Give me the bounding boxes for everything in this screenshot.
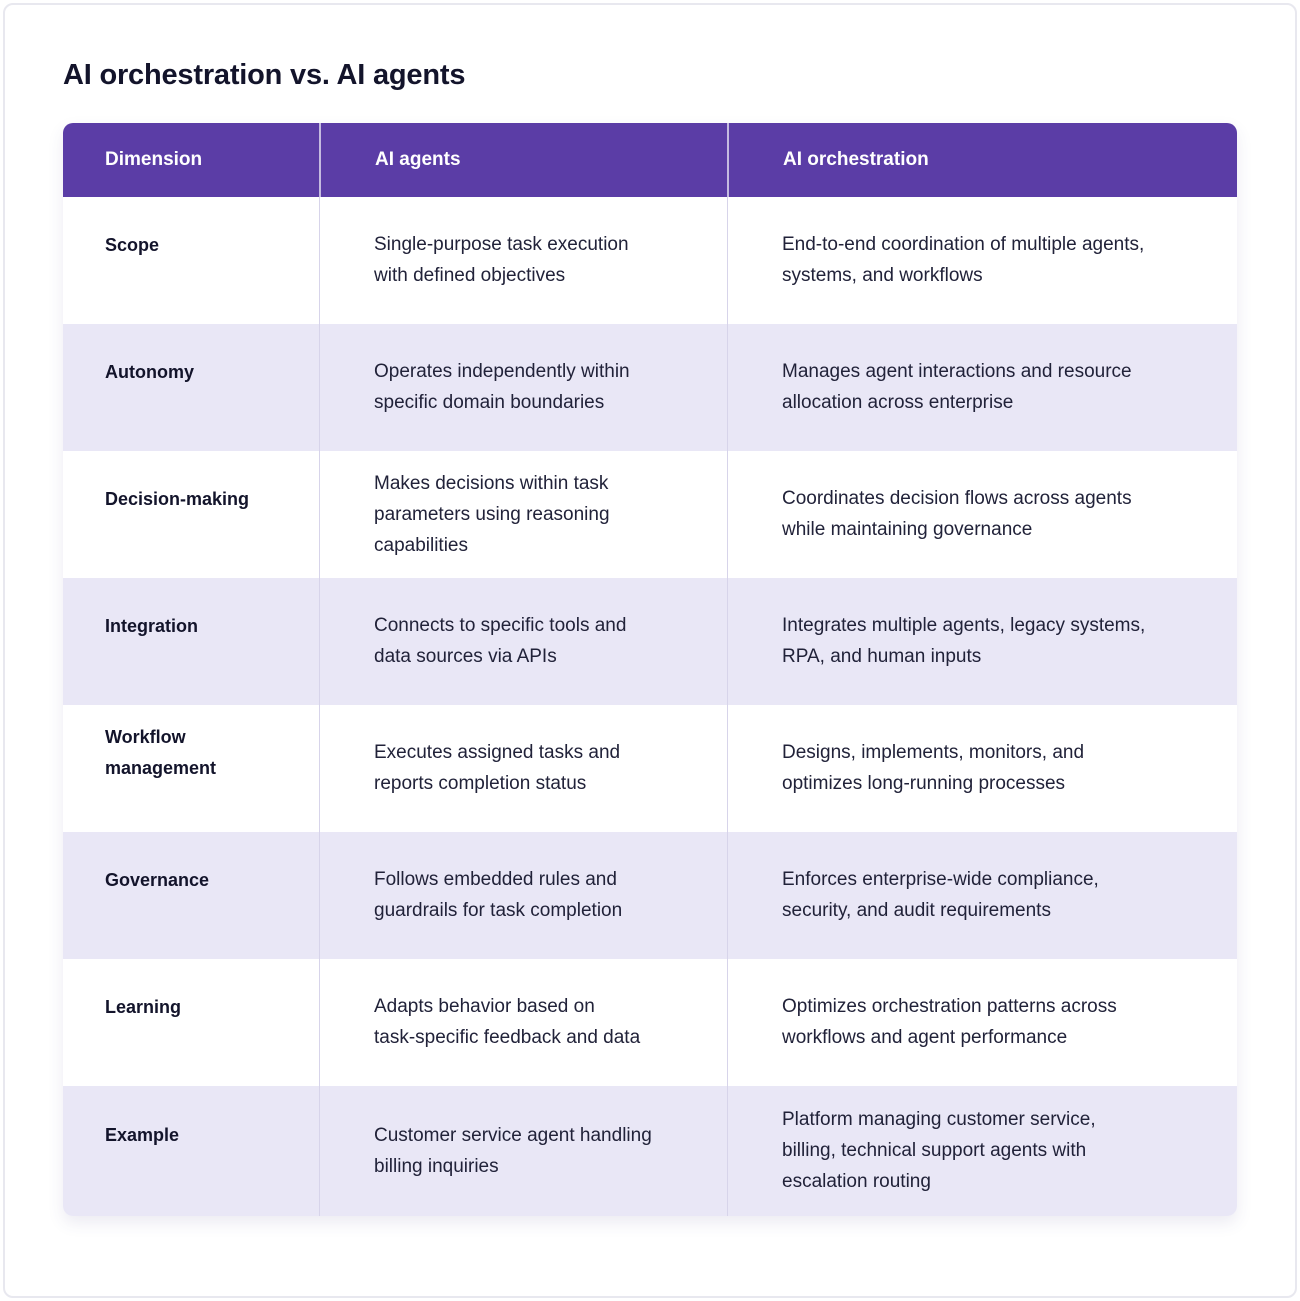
ai-agents-cell: Operates independently within specific d… bbox=[319, 323, 727, 451]
ai-agents-cell: Makes decisions within task parameters u… bbox=[319, 450, 727, 578]
ai-agents-cell: Single-purpose task execution with defin… bbox=[319, 196, 727, 324]
page-content: AI orchestration vs. AI agents Dimension… bbox=[63, 59, 1237, 1216]
header-row: Dimension AI agents AI orchestration bbox=[63, 122, 1237, 197]
ai-orchestration-cell: End-to-end coordination of multiple agen… bbox=[727, 196, 1237, 324]
table-row-autonomy: Autonomy Operates independently within s… bbox=[63, 323, 1237, 451]
ai-agents-cell: Adapts behavior based on task-specific f… bbox=[319, 958, 727, 1086]
dimension-cell: Autonomy bbox=[63, 323, 319, 451]
table-row-governance: Governance Follows embedded rules and gu… bbox=[63, 831, 1237, 959]
table-row-example: Example Customer service agent handling … bbox=[63, 1085, 1237, 1216]
ai-agents-cell: Customer service agent handling billing … bbox=[319, 1085, 727, 1216]
ai-orchestration-cell: Coordinates decision flows across agents… bbox=[727, 450, 1237, 578]
column-header-dimension: Dimension bbox=[63, 122, 319, 197]
table-row-integration: Integration Connects to specific tools a… bbox=[63, 577, 1237, 705]
ai-orchestration-cell: Designs, implements, monitors, and optim… bbox=[727, 704, 1237, 832]
table-row-workflow-management: Workflow management Executes assigned ta… bbox=[63, 704, 1237, 832]
dimension-cell: Integration bbox=[63, 577, 319, 705]
page-title: AI orchestration vs. AI agents bbox=[63, 59, 466, 91]
dimension-cell: Scope bbox=[63, 196, 319, 324]
ai-orchestration-cell: Integrates multiple agents, legacy syste… bbox=[727, 577, 1237, 705]
ai-agents-cell: Connects to specific tools and data sour… bbox=[319, 577, 727, 705]
table-row-learning: Learning Adapts behavior based on task-s… bbox=[63, 958, 1237, 1086]
ai-orchestration-cell: Manages agent interactions and resource … bbox=[727, 323, 1237, 451]
column-header-ai-agents: AI agents bbox=[319, 122, 727, 197]
ai-agents-cell: Executes assigned tasks and reports comp… bbox=[319, 704, 727, 832]
dimension-cell: Decision-making bbox=[63, 450, 319, 578]
dimension-cell: Governance bbox=[63, 831, 319, 959]
ai-orchestration-cell: Enforces enterprise-wide compliance, sec… bbox=[727, 831, 1237, 959]
table-row-scope: Scope Single-purpose task execution with… bbox=[63, 196, 1237, 324]
dimension-cell: Example bbox=[63, 1085, 319, 1216]
column-header-ai-orchestration: AI orchestration bbox=[727, 122, 1237, 197]
table-row-decision-making: Decision-making Makes decisions within t… bbox=[63, 450, 1237, 578]
ai-orchestration-cell: Optimizes orchestration patterns across … bbox=[727, 958, 1237, 1086]
dimension-cell: Workflow management bbox=[63, 704, 319, 832]
comparison-table: Dimension AI agents AI orchestration Sco… bbox=[63, 122, 1237, 1216]
ai-orchestration-cell: Platform managing customer service, bill… bbox=[727, 1085, 1237, 1216]
ai-agents-cell: Follows embedded rules and guardrails fo… bbox=[319, 831, 727, 959]
dimension-cell: Learning bbox=[63, 958, 319, 1086]
